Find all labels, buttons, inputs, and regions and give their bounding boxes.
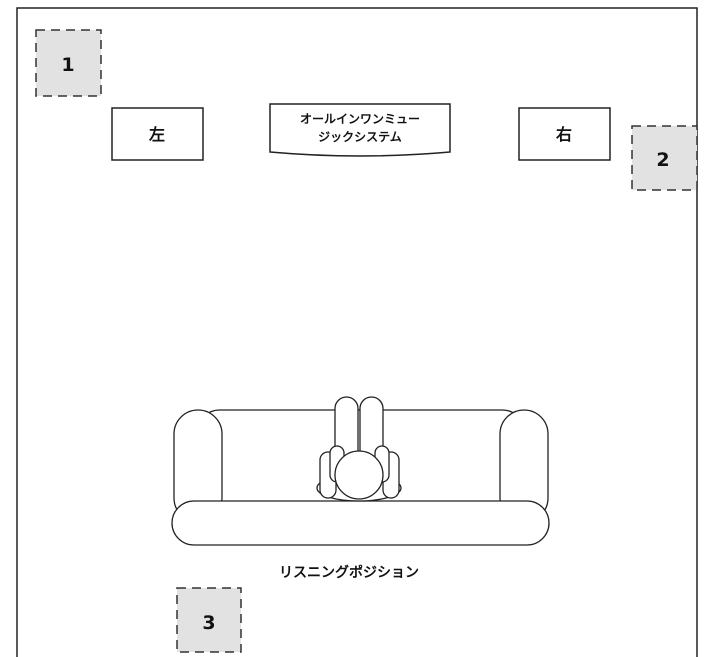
right-speaker-label: 右 [556,125,572,144]
music-system-label-line2: ジックシステム [318,130,402,144]
listener-figure [316,396,402,502]
sofa-illustration [171,409,550,546]
listening-position-label: リスニングポジション [279,564,419,581]
right-speaker: 右 [518,107,611,161]
position-label-2: 2 [656,149,669,171]
position-label-3: 3 [202,612,215,634]
music-system-label-line1: オールインワンミュー [300,112,420,126]
position-label-1: 1 [61,54,74,76]
room-walls [16,7,698,657]
position-marker-1: 1 [35,29,102,97]
position-marker-3: 3 [176,587,242,653]
left-speaker-label: 左 [148,125,165,144]
left-speaker: 左 [111,107,204,161]
position-marker-2: 2 [631,125,698,191]
all-in-one-music-system: オールインワンミュー ジックシステム [269,103,451,157]
